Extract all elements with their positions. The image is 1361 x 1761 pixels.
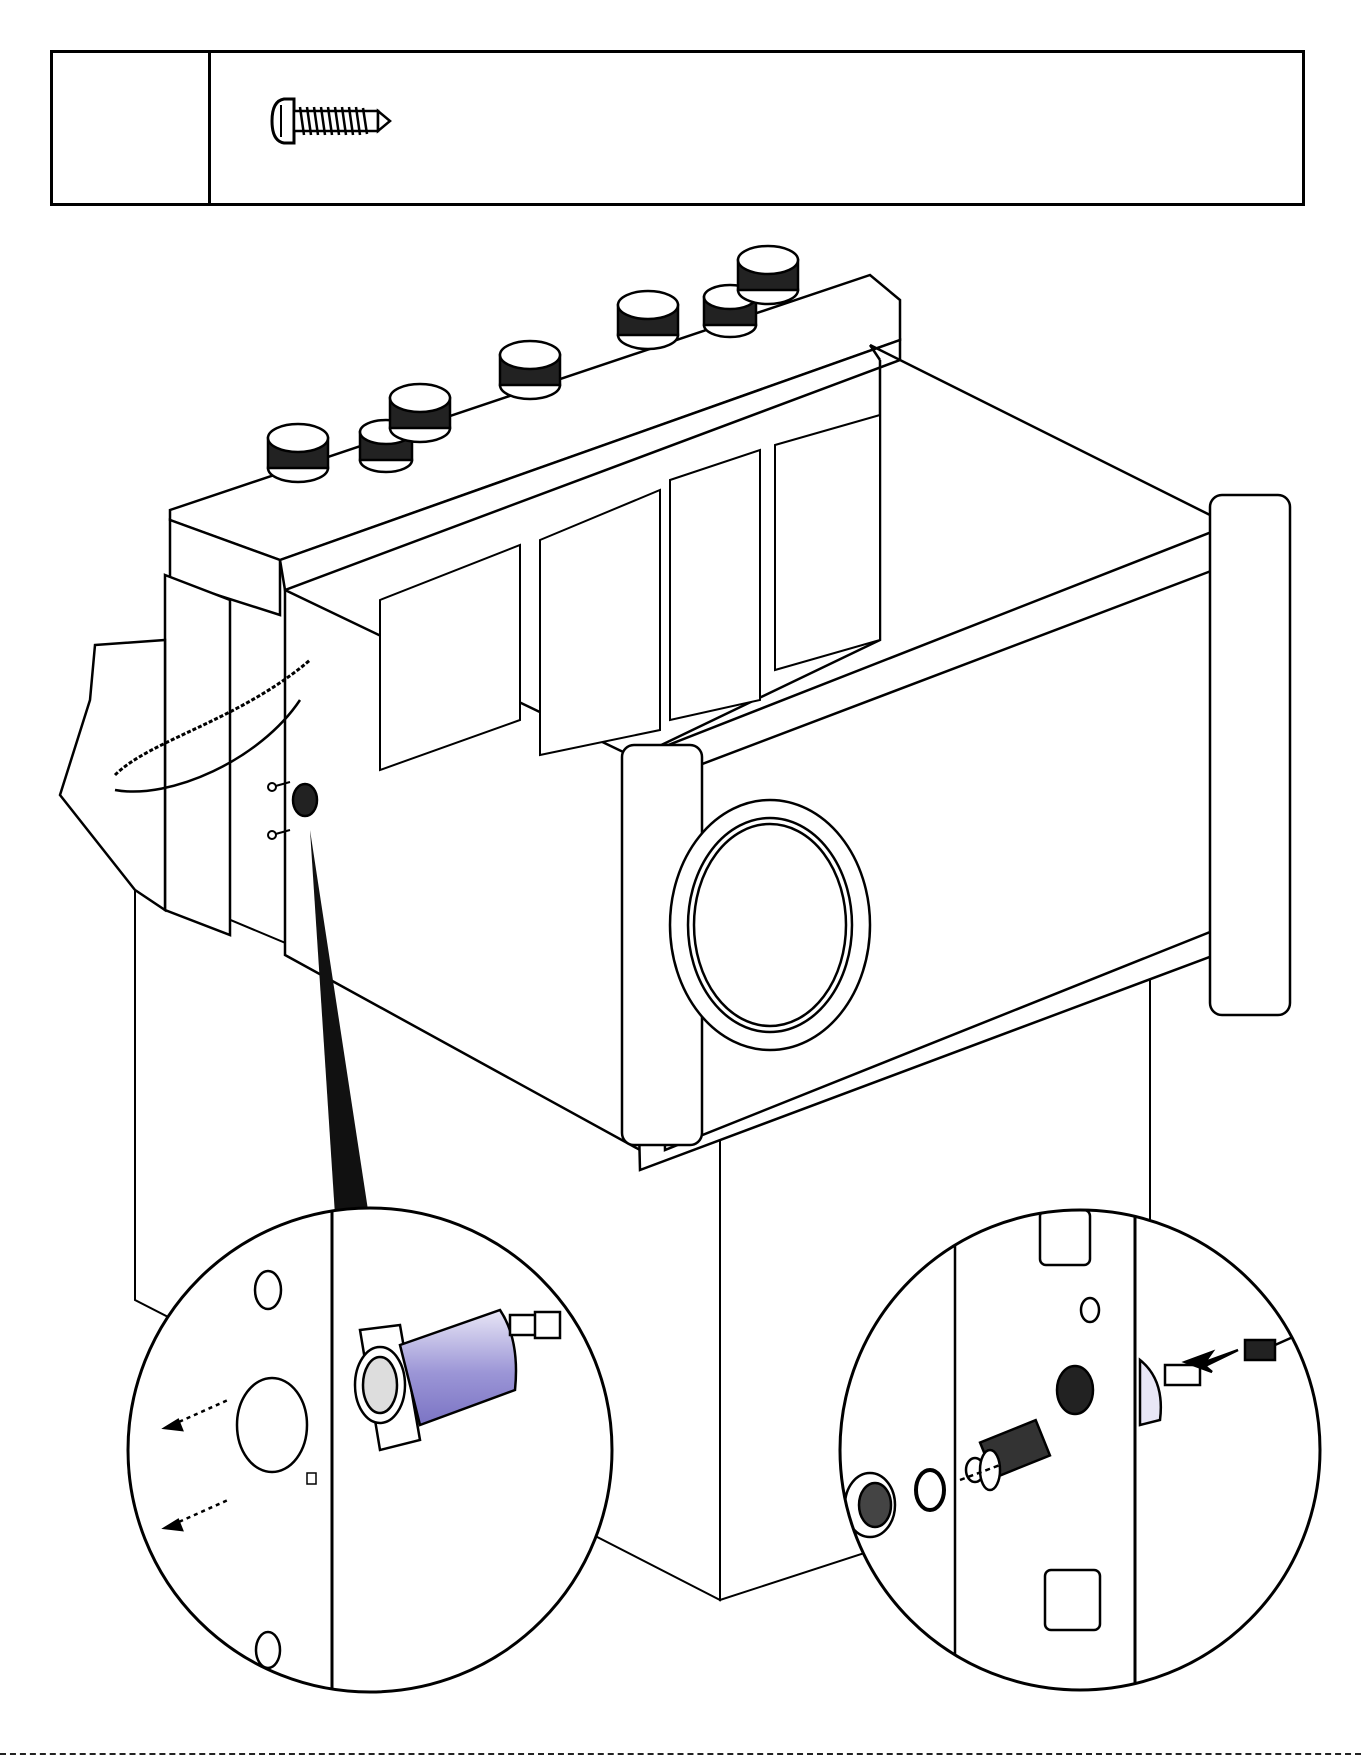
- side-electrical-box: [60, 575, 310, 935]
- circular-opening: [670, 800, 870, 1050]
- knob-icon: [500, 341, 560, 399]
- side-panel-hole: [293, 784, 317, 816]
- knob-icon: [738, 246, 798, 304]
- detail-right: [840, 1210, 1320, 1700]
- knob-icon: [618, 291, 678, 349]
- page-bottom-rule: [0, 1753, 1361, 1759]
- knob-icon: [390, 384, 450, 442]
- knob-icon: [268, 424, 328, 482]
